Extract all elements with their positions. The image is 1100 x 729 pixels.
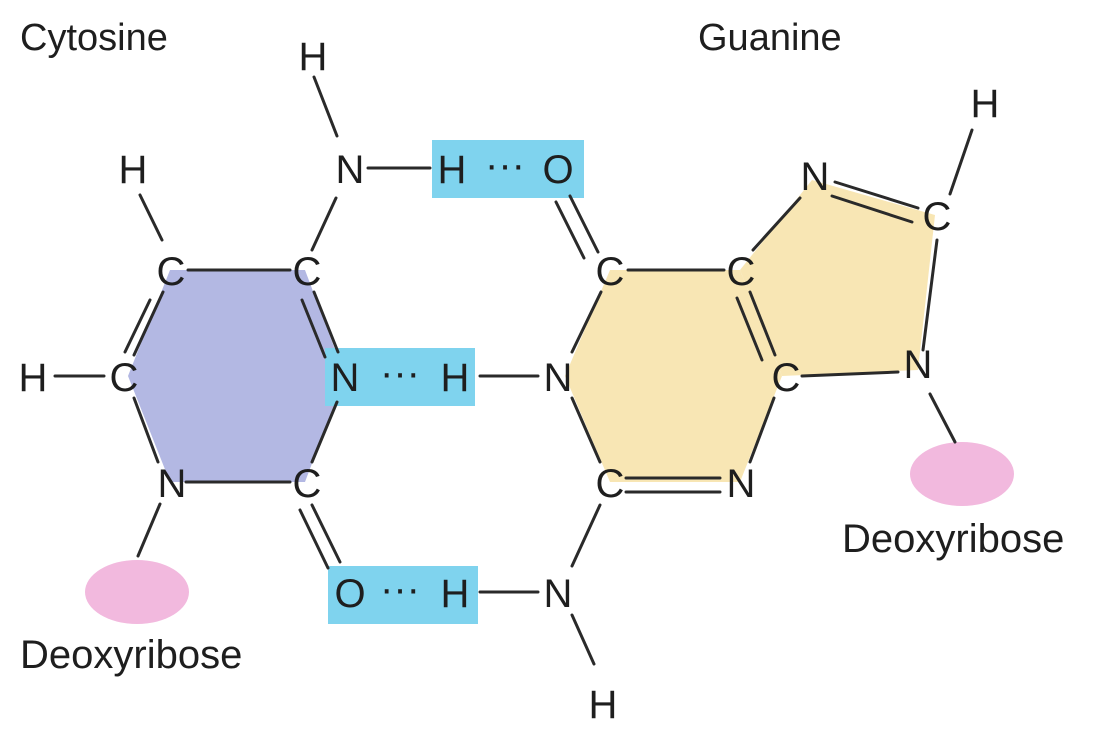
- guanine-n2-hydrogen-b: H: [589, 683, 618, 727]
- cytosine-n4: N: [336, 148, 365, 192]
- cytosine-c6: C: [110, 356, 139, 400]
- deoxyribose-label-right: Deoxyribose: [842, 517, 1064, 561]
- hbond-dots-middle: ···: [380, 351, 420, 395]
- cytosine-c4: C: [293, 250, 322, 294]
- hbond-highlight-top: [432, 140, 584, 198]
- cytosine-n4-hydrogen: H: [438, 148, 467, 192]
- guanine-n2-hydrogen-a: H: [441, 572, 470, 616]
- guanine-n7: N: [801, 155, 830, 199]
- hbond-dots-top: ···: [485, 143, 525, 187]
- guanine-c6: C: [596, 250, 625, 294]
- deoxyribose-sugar-right: [910, 442, 1014, 506]
- guanine-o6: O: [542, 148, 573, 192]
- guanine-c2: C: [596, 462, 625, 506]
- cytosine-n3: N: [331, 356, 360, 400]
- guanine-six-ring-fill: [565, 270, 782, 482]
- guanine-five-ring-fill: [740, 180, 935, 376]
- cytosine-o2: O: [334, 572, 365, 616]
- cytosine-n1: N: [158, 462, 187, 506]
- cytosine-h5: H: [119, 148, 148, 192]
- guanine-c8: C: [923, 195, 952, 239]
- deoxyribose-sugar-left: [85, 560, 189, 624]
- guanine-bonds: [478, 128, 974, 666]
- hbond-highlight-middle: [325, 348, 475, 406]
- guanine-c5: C: [727, 250, 756, 294]
- guanine-title: Guanine: [698, 17, 842, 59]
- cytosine-c2: C: [293, 462, 322, 506]
- guanine-h8: H: [971, 82, 1000, 126]
- guanine-n2: N: [544, 572, 573, 616]
- cytosine-h6: H: [19, 356, 48, 400]
- guanine-n3: N: [727, 462, 756, 506]
- cytosine-title: Cytosine: [20, 17, 168, 59]
- cytosine-c5: C: [157, 250, 186, 294]
- cytosine-amino-h-top: H: [299, 35, 328, 79]
- cytosine-bonds: [53, 75, 432, 570]
- guanine-n1-hydrogen: H: [441, 356, 470, 400]
- guanine-n1: N: [544, 356, 573, 400]
- hbond-highlight-bottom: [328, 566, 478, 624]
- cytosine-ring-fill: [128, 270, 345, 482]
- deoxyribose-label-left: Deoxyribose: [20, 633, 242, 677]
- guanine-n9: N: [904, 343, 933, 387]
- guanine-c4: C: [772, 356, 801, 400]
- hbond-dots-bottom: ···: [380, 567, 420, 611]
